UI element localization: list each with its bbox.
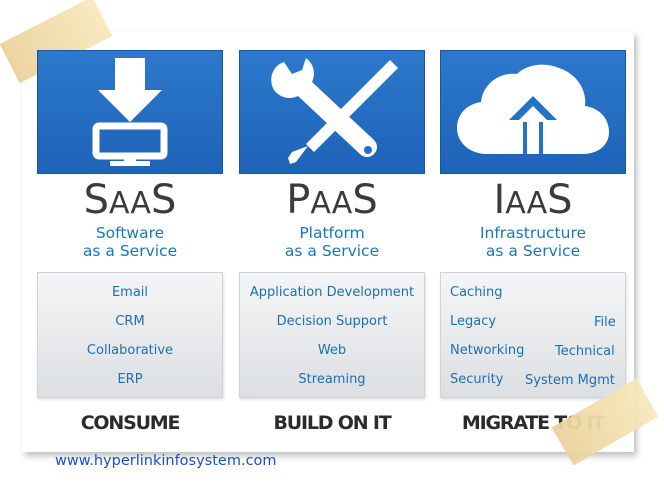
list-item: Caching <box>450 285 503 300</box>
paas-abbreviation: PAAS <box>286 177 378 223</box>
iaas-tile <box>440 50 626 174</box>
paas-full-name: Platform as a Service <box>284 224 380 260</box>
list-item: Email <box>111 285 149 300</box>
list-item: Technical <box>555 344 615 359</box>
website-url[interactable]: www.hyperlinkinfosystem.com <box>55 453 277 469</box>
list-item: Legacy <box>450 314 497 329</box>
paas-column: PAAS Platform as a Service Application D… <box>239 50 425 398</box>
download-to-monitor-icon <box>70 56 190 168</box>
saas-tagline: CONSUME <box>80 412 181 434</box>
wrench-screwdriver-icon <box>262 54 402 170</box>
saas-full-name: Software as a Service <box>82 224 178 260</box>
iaas-column: IAAS Infrastructure as a Service Caching… <box>440 50 626 398</box>
list-item: CRM <box>115 314 145 329</box>
paas-list: Application Development Decision Support… <box>239 272 425 398</box>
list-item: Decision Support <box>276 314 388 329</box>
saas-abbreviation: SAAS <box>83 177 177 223</box>
saas-list: Email CRM Collaborative ERP <box>37 272 223 398</box>
list-item: System Mgmt <box>525 373 615 388</box>
iaas-abbreviation: IAAS <box>493 177 573 223</box>
list-item: Web <box>317 343 347 358</box>
list-item: Collaborative <box>86 343 174 358</box>
paas-tagline: BUILD ON IT <box>273 412 392 434</box>
saas-tile <box>37 50 223 174</box>
list-item: File <box>594 315 616 330</box>
list-item: Streaming <box>298 372 366 387</box>
list-item: Security <box>450 372 504 387</box>
list-item: Application Development <box>249 285 415 300</box>
iaas-list: Caching Legacy Networking Security File … <box>440 272 626 398</box>
list-item: ERP <box>117 372 143 387</box>
cloud-upload-icon <box>453 62 613 162</box>
saas-column: SAAS Software as a Service Email CRM Col… <box>37 50 223 398</box>
iaas-full-name: Infrastructure as a Service <box>479 224 587 260</box>
list-item: Networking <box>450 343 525 358</box>
paas-tile <box>239 50 425 174</box>
